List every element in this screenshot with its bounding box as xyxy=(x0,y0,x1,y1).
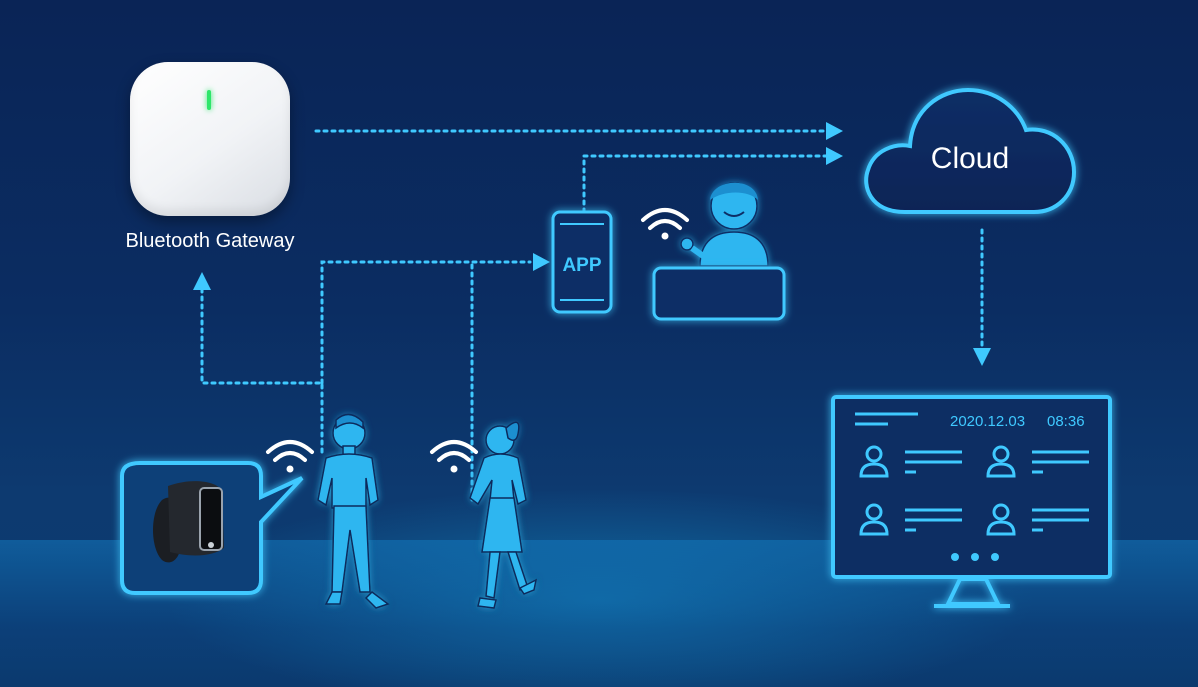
bluetooth-gateway-device xyxy=(130,62,290,216)
user-card-1 xyxy=(859,445,962,478)
monitor-date: 2020.12.03 xyxy=(950,413,1025,430)
arrow-to-app xyxy=(533,253,550,271)
monitor-icon xyxy=(831,395,1112,608)
reception-desk xyxy=(652,266,786,321)
monitor-pagination-dots xyxy=(951,553,999,561)
receptionist-figure xyxy=(680,182,769,267)
status-led xyxy=(207,90,211,110)
app-label: APP xyxy=(562,255,601,276)
smartwatch-icon xyxy=(153,481,224,563)
person-icon xyxy=(469,421,538,609)
monitor-user-cards xyxy=(859,445,1089,536)
person-icon xyxy=(317,413,390,609)
connectors xyxy=(200,129,984,502)
monitor-header-lines xyxy=(855,412,918,426)
user-card-3 xyxy=(859,503,962,536)
arrow-to-monitor xyxy=(973,348,991,366)
wifi-icon xyxy=(641,208,689,240)
arrow-to-gateway xyxy=(193,272,211,290)
phone-icon xyxy=(551,210,613,314)
arrow-to-cloud-1 xyxy=(826,122,843,140)
user-card-4 xyxy=(986,503,1089,536)
cloud-label: Cloud xyxy=(931,142,1009,175)
man-to-app-line xyxy=(320,260,532,385)
monitor-time: 08:36 xyxy=(1047,413,1085,430)
gateway-label: Bluetooth Gateway xyxy=(125,230,295,252)
arrowheads xyxy=(193,122,991,366)
cloud-icon xyxy=(864,87,1077,214)
man-to-gateway-line xyxy=(200,288,324,454)
arrow-to-cloud-2 xyxy=(826,147,843,165)
wifi-icon xyxy=(430,440,478,473)
app-to-cloud-line xyxy=(582,154,828,214)
wifi-icon xyxy=(266,440,314,473)
user-card-2 xyxy=(986,445,1089,478)
